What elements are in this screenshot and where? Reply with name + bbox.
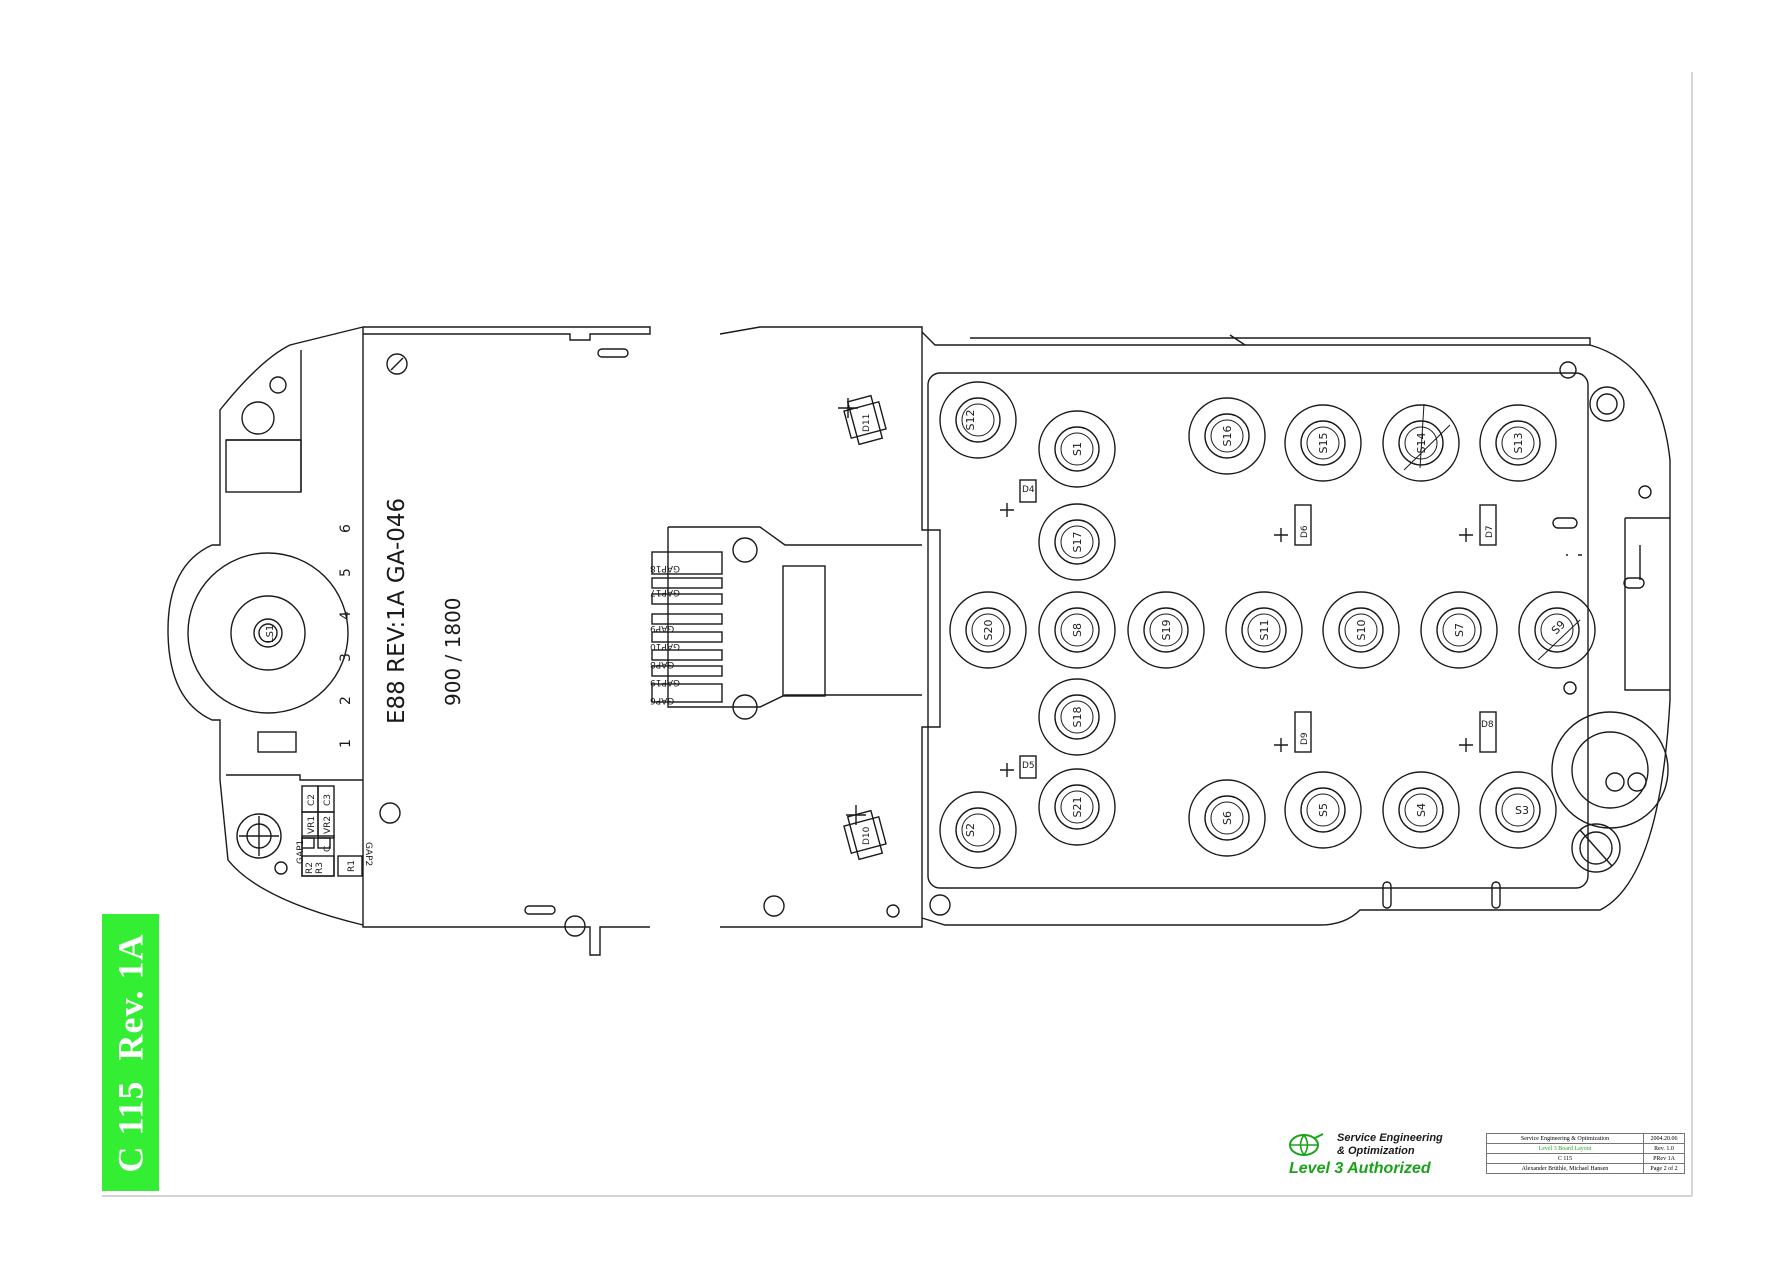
- speaker-ring: [187, 552, 349, 714]
- title-block-rev: Rev. 1.0: [1643, 1143, 1685, 1154]
- title-block-date: 2004.20.06: [1643, 1133, 1685, 1144]
- vr1-label: VR1: [307, 816, 317, 834]
- r2-label: R2: [305, 862, 315, 874]
- gap9-label: GAP9: [650, 623, 675, 633]
- board-outline-right: [921, 331, 1671, 926]
- d11-label: D11: [862, 414, 872, 432]
- gap2-label: GAP2: [363, 842, 373, 866]
- key-s10: S10: [1355, 620, 1368, 641]
- key-s20: S20: [982, 620, 995, 641]
- key-s15: S15: [1317, 433, 1330, 454]
- title-block-authors: Alexander Brüthle, Michael Hansen: [1486, 1163, 1644, 1174]
- key-s6: S6: [1221, 811, 1234, 825]
- board-marking: E88 REV:1A GA-046: [384, 498, 410, 724]
- key-s19: S19: [1160, 620, 1173, 641]
- board-outline-left: [167, 326, 651, 956]
- d5-label: D5: [1022, 761, 1035, 771]
- title-block-row: Level 3 Board Layout Rev. 1.0: [1486, 1143, 1685, 1154]
- key-s18: S18: [1071, 707, 1084, 728]
- title-block-row: Alexander Brüthle, Michael Hansen Page 2…: [1486, 1163, 1685, 1174]
- key-s5: S5: [1317, 803, 1330, 817]
- revision-label: Rev. 1A: [110, 932, 151, 1060]
- key-s13: S13: [1512, 433, 1525, 454]
- key-s8: S8: [1071, 623, 1084, 637]
- gap8-label: GAP8: [650, 659, 675, 669]
- d7-label: D7: [1485, 525, 1495, 538]
- c3-label: C3: [323, 794, 333, 806]
- pin-1: 1: [338, 739, 354, 748]
- title-block-page: Page 2 of 2: [1643, 1163, 1685, 1174]
- r1-label: R1: [347, 860, 357, 872]
- vr2-label: VR2: [323, 816, 333, 834]
- pin-5: 5: [338, 568, 354, 577]
- globe-icon: [1289, 1133, 1324, 1156]
- d9-label: D9: [1300, 732, 1310, 745]
- d8-label: D8: [1481, 720, 1494, 730]
- c2-label: C2: [307, 794, 317, 806]
- gap6-label: GAP6: [650, 695, 675, 705]
- key-s3: S3: [1515, 804, 1529, 817]
- key-s11: S11: [1258, 620, 1271, 641]
- board-bands: 900 / 1800: [441, 597, 465, 706]
- key-s17: S17: [1071, 532, 1084, 553]
- d10-label: D10: [862, 826, 872, 845]
- pin-6: 6: [338, 524, 354, 533]
- key-s12: S12: [964, 410, 977, 431]
- title-block-row: Service Engineering & Optimization 2004.…: [1486, 1133, 1685, 1144]
- c-label: C: [323, 846, 333, 852]
- key-s14: S14: [1415, 433, 1428, 454]
- model-label: C 115: [110, 1079, 151, 1173]
- logo-line-1: Service Engineering: [1337, 1132, 1443, 1144]
- gap19-label: GAP19: [650, 677, 680, 687]
- title-block-document: Level 3 Board Layout: [1486, 1143, 1644, 1154]
- pin-2: 2: [338, 696, 354, 705]
- title-block-department: Service Engineering & Optimization: [1486, 1133, 1644, 1144]
- title-block-row: C 115 PRev 1A: [1486, 1153, 1685, 1164]
- logo-line-3: Level 3 Authorized: [1289, 1160, 1431, 1177]
- pin-3: 3: [338, 653, 354, 662]
- key-s7: S7: [1453, 623, 1466, 637]
- pin-4: 4: [338, 611, 354, 620]
- key-s2: S2: [964, 823, 977, 837]
- gap1-label: GAP1: [296, 840, 306, 864]
- model-revision-tab: C 115 Rev. 1A: [102, 914, 159, 1191]
- logo-line-2: & Optimization: [1337, 1145, 1415, 1157]
- title-block-prev: PRev 1A: [1643, 1153, 1685, 1164]
- title-block-model: C 115: [1486, 1153, 1644, 1164]
- d4-label: D4: [1022, 485, 1035, 495]
- gap17-label: GAP17: [650, 587, 680, 597]
- title-block: Service Engineering & Optimization 2004.…: [1486, 1133, 1685, 1174]
- speaker-label: LS1: [265, 625, 276, 643]
- key-s1: S1: [1071, 442, 1084, 456]
- key-s4: S4: [1415, 803, 1428, 817]
- r3-label: R3: [315, 862, 325, 874]
- service-logo: Service Engineering & Optimization Level…: [1285, 1130, 1475, 1182]
- gap18-label: GAP18: [650, 563, 680, 573]
- key-s21: S21: [1071, 797, 1084, 818]
- key-s16: S16: [1221, 426, 1234, 447]
- d6-label: D6: [1300, 525, 1310, 538]
- gap10-label: GAP10: [650, 641, 680, 651]
